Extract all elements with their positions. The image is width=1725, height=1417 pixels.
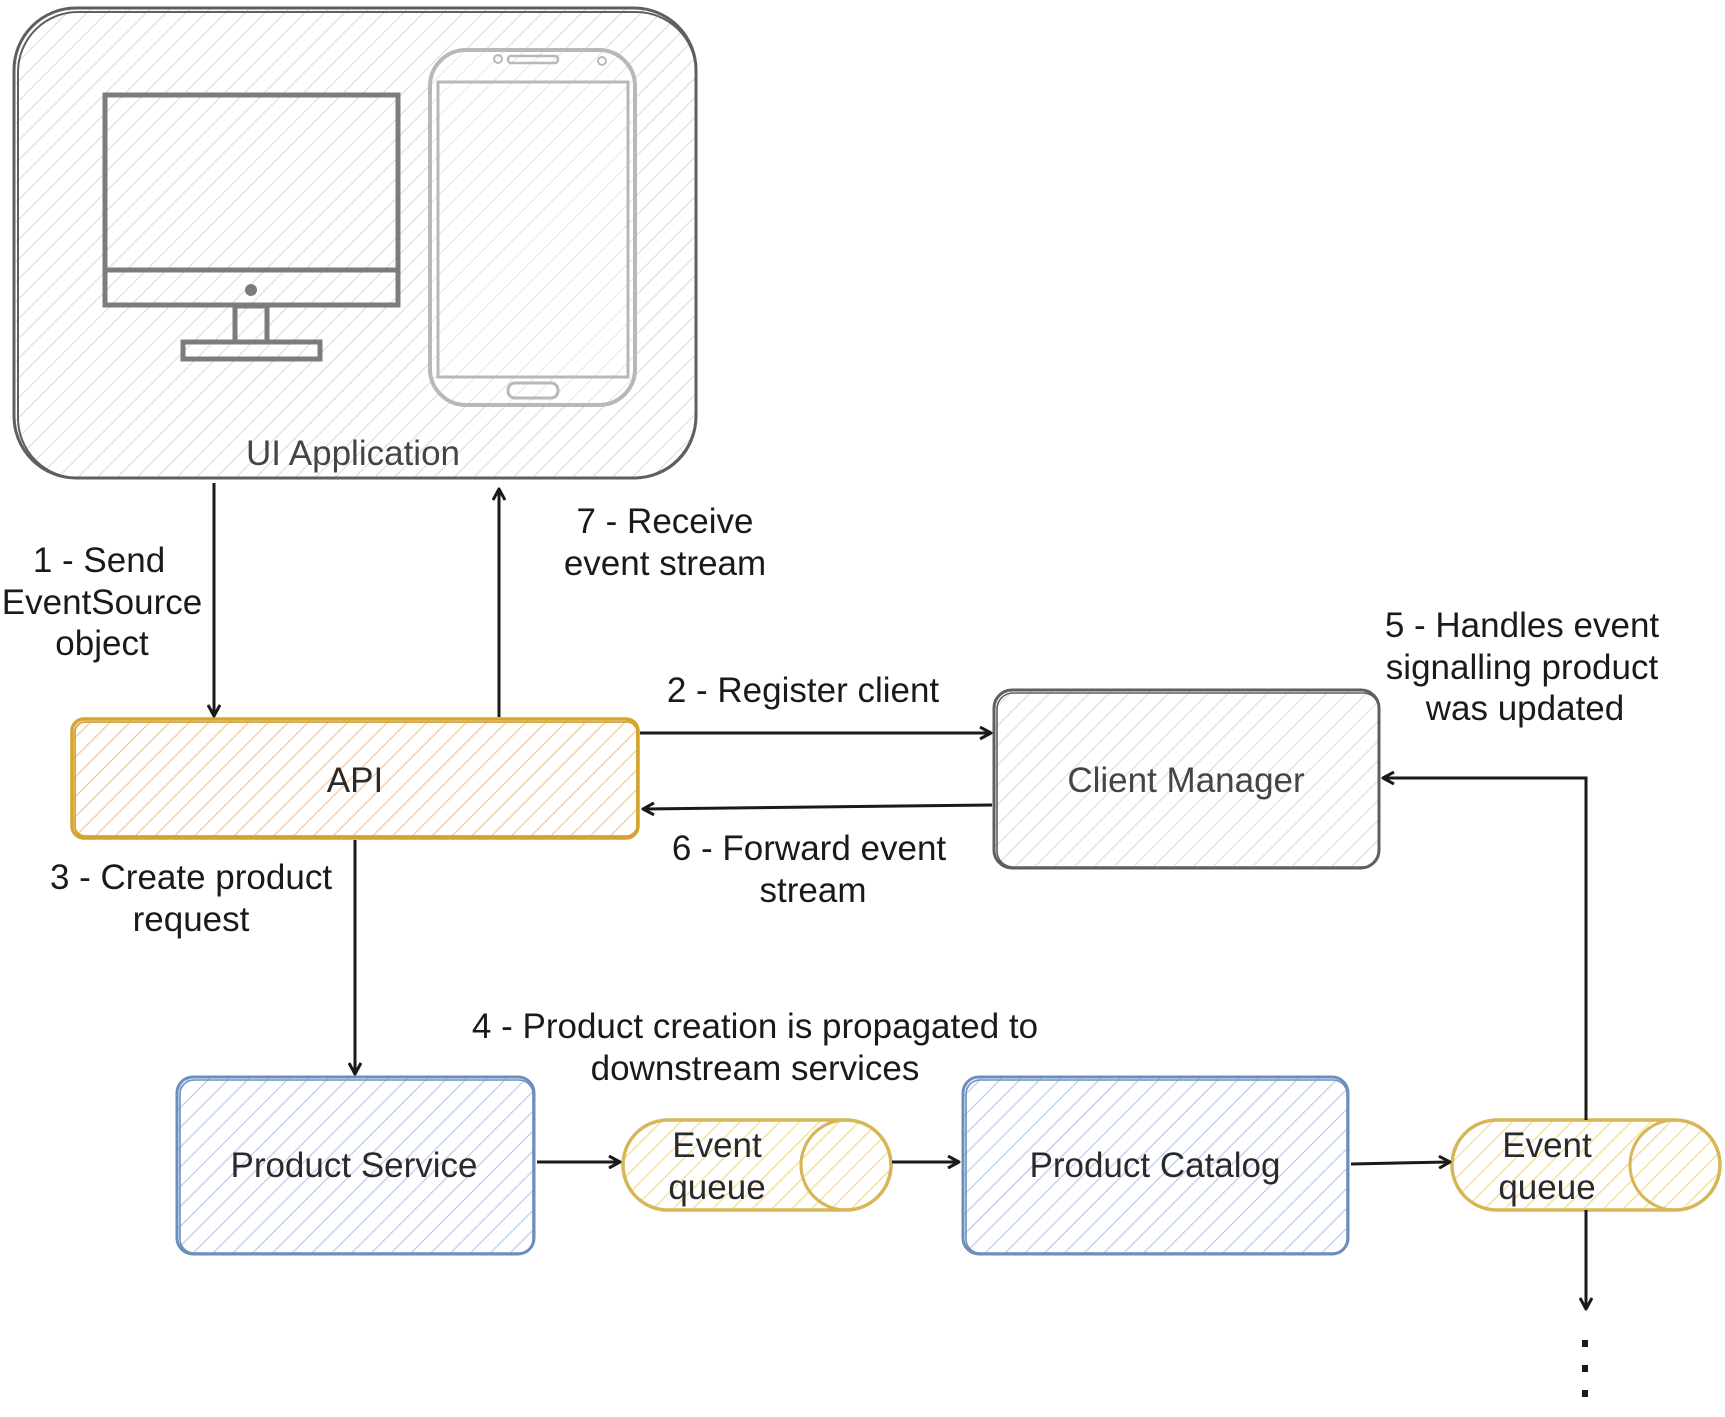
product-service-label: Product Service xyxy=(230,1146,477,1185)
step3-line1: 3 - Create product xyxy=(50,858,332,897)
step5-line3: was updated xyxy=(1425,689,1624,728)
ui-application-node: UI Application xyxy=(12,6,698,480)
step1-line2: EventSource xyxy=(2,583,202,622)
event-queue-2-line1: Event xyxy=(1502,1126,1592,1165)
step1-line3: object xyxy=(55,624,149,663)
edge-labels: 1 - Send EventSource object 7 - Receive … xyxy=(2,502,1660,1088)
continuation-dots xyxy=(1582,1340,1588,1397)
step2-line1: 2 - Register client xyxy=(667,671,940,710)
step6-line1: 6 - Forward event xyxy=(672,829,947,868)
api-label: API xyxy=(327,761,383,800)
ui-application-label: UI Application xyxy=(246,434,460,473)
product-catalog-label: Product Catalog xyxy=(1030,1146,1281,1185)
step7-line1: 7 - Receive xyxy=(576,502,753,541)
edges xyxy=(214,483,1586,1308)
client-manager-node: Client Manager xyxy=(992,688,1381,870)
event-queue-2-node: Event queue xyxy=(1450,1118,1722,1212)
edge-forward-event-stream xyxy=(644,805,993,809)
edge-handles-event xyxy=(1384,778,1588,1120)
product-service-node: Product Service xyxy=(175,1075,536,1256)
step6-line2: stream xyxy=(760,871,867,910)
step4-line2: downstream services xyxy=(591,1049,920,1088)
edge-catalog-to-queue xyxy=(1350,1162,1449,1164)
client-manager-label: Client Manager xyxy=(1067,761,1305,800)
event-queue-2-line2: queue xyxy=(1498,1168,1595,1207)
step7-line2: event stream xyxy=(564,544,766,583)
mobile-phone-icon xyxy=(428,48,637,407)
event-queue-1-line1: Event xyxy=(672,1126,762,1165)
desktop-monitor-icon xyxy=(102,92,401,362)
step4-line1: 4 - Product creation is propagated to xyxy=(472,1007,1038,1046)
api-node: API xyxy=(70,717,640,840)
step1-line1: 1 - Send xyxy=(33,541,165,580)
product-catalog-node: Product Catalog xyxy=(961,1075,1350,1256)
event-queue-1-node: Event queue xyxy=(621,1118,893,1212)
step5-line2: signalling product xyxy=(1386,648,1659,687)
step3-line2: request xyxy=(133,900,250,939)
event-queue-1-line2: queue xyxy=(668,1168,765,1207)
step5-line1: 5 - Handles event xyxy=(1385,606,1660,645)
